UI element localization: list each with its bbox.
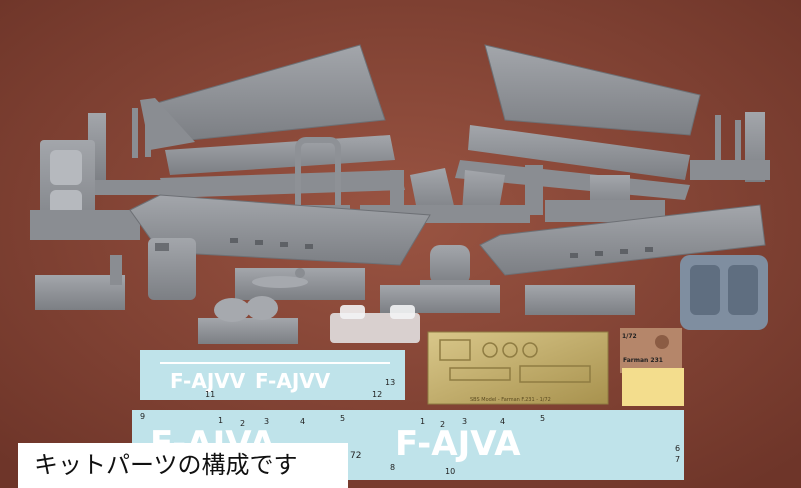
propeller-sprue-part (235, 268, 365, 300)
large-decal-number: 7 (675, 455, 680, 464)
small-decal-sheet (140, 350, 405, 400)
large-decal-number: 6 (675, 444, 680, 453)
right-engine-part (525, 165, 665, 222)
photoetch-fret (427, 331, 609, 405)
photo-caption: キットパーツの構成です (18, 443, 348, 488)
right-fuselage-part (479, 204, 766, 276)
large-decal-number: 10 (445, 467, 455, 476)
large-decal-number: 2 (440, 420, 445, 429)
large-decal-scale-mark: 72 (350, 451, 361, 461)
left-sprue-part (160, 170, 405, 198)
small-decal-number-11: 11 (205, 390, 215, 399)
large-decal-number: 5 (540, 414, 545, 423)
large-decal-registration-right: F-AJVA (395, 424, 521, 464)
instruction-card-title: Farman 231 (623, 357, 663, 364)
right-stabilizer-part (468, 125, 690, 180)
small-decal-registration-left: F-AJVV (170, 369, 246, 393)
large-decal-number: 1 (218, 416, 223, 425)
large-decal-number: 3 (264, 417, 269, 426)
engine-mount-frame-part (680, 255, 768, 330)
yellow-decal-sheet (622, 368, 684, 406)
large-decal-number: 3 (462, 417, 467, 426)
photoetch-label: SBS Model - Farman F.231 - 1/72 (470, 397, 551, 403)
right-sprue-part (455, 160, 690, 200)
wheels-sprue-part (198, 296, 298, 344)
large-decal-number: 8 (390, 463, 395, 472)
large-decal-number: 1 (420, 417, 425, 426)
left-wing-part (140, 44, 386, 150)
instruction-card-scale: 1/72 (622, 333, 637, 340)
right-tail-fin-part (690, 112, 770, 182)
large-decal-number: 4 (500, 417, 505, 426)
large-decal-number: 4 (300, 417, 305, 426)
left-seat-frame-part (30, 140, 140, 240)
large-decal-number: 9 (140, 412, 145, 421)
instruction-card (620, 328, 682, 373)
large-decal-numbers: 9 1 2 3 4 5 1 2 3 4 5 6 7 8 10 (140, 412, 680, 476)
right-wing-part (484, 44, 701, 136)
cowling-part (148, 238, 196, 300)
small-decal-registration-right: F-AJVV (255, 369, 331, 393)
clear-parts (330, 305, 420, 343)
small-left-sprue-part (35, 255, 125, 310)
large-decal-number: 5 (340, 414, 345, 423)
small-decal-number-13: 13 (385, 378, 395, 387)
right-lower-sprue-part (525, 285, 635, 315)
small-decal-number-12: 12 (372, 390, 382, 399)
large-decal-number: 2 (240, 419, 245, 428)
